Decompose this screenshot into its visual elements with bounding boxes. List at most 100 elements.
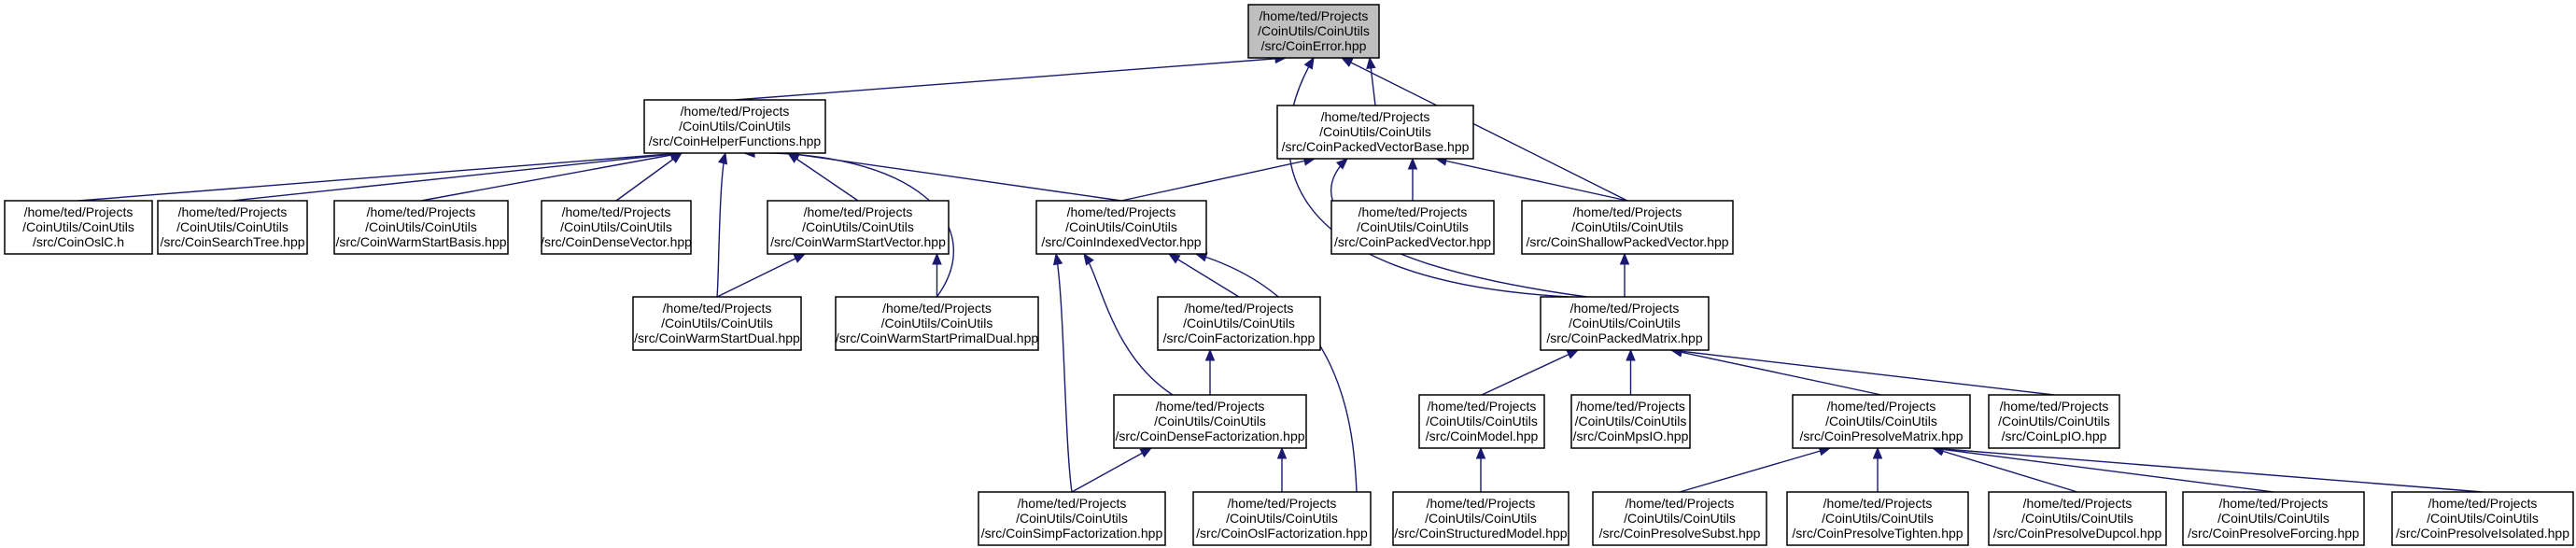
node-box[interactable] [333, 200, 509, 255]
node-label-line: /CoinUtils/CoinUtils [1065, 219, 1177, 234]
node-box[interactable] [1192, 491, 1372, 546]
node-label-line: /CoinUtils/CoinUtils [661, 316, 773, 330]
node-coin-packed-vector-base[interactable]: /home/ted/Projects/CoinUtils/CoinUtils/s… [1276, 105, 1474, 160]
node-label-line: /CoinUtils/CoinUtils [365, 219, 477, 234]
node-coin-search-tree[interactable]: /home/ted/Projects/CoinUtils/CoinUtils/s… [157, 200, 308, 255]
node-label-line: /src/CoinModel.hpp [1426, 429, 1539, 443]
node-box[interactable] [1247, 4, 1380, 59]
node-coin-presolve-isolated[interactable]: /home/ted/Projects/CoinUtils/CoinUtils/s… [2391, 491, 2574, 546]
node-box[interactable] [1418, 394, 1545, 449]
node-label-line: /home/ted/Projects [2219, 496, 2329, 511]
node-label-line: /CoinUtils/CoinUtils [2217, 511, 2330, 526]
node-box[interactable] [1157, 296, 1321, 351]
node-coin-warm-start-dual[interactable]: /home/ted/Projects/CoinUtils/CoinUtils/s… [632, 296, 802, 351]
node-box[interactable] [1786, 491, 1969, 546]
node-box[interactable] [1330, 200, 1495, 255]
node-box[interactable] [767, 200, 950, 255]
node-label-line: /home/ted/Projects [1570, 301, 1680, 316]
node-coin-model[interactable]: /home/ted/Projects/CoinUtils/CoinUtils/s… [1418, 394, 1545, 449]
node-coin-helper-functions[interactable]: /home/ted/Projects/CoinUtils/CoinUtils/s… [643, 99, 826, 154]
node-box[interactable] [2391, 491, 2574, 546]
node-box[interactable] [1570, 394, 1691, 449]
node-coin-presolve-subst[interactable]: /home/ted/Projects/CoinUtils/CoinUtils/s… [1592, 491, 1767, 546]
node-coin-warm-start-basis[interactable]: /home/ted/Projects/CoinUtils/CoinUtils/s… [333, 200, 509, 255]
edge-arrowhead [793, 253, 807, 263]
node-label-line: /home/ted/Projects [1823, 496, 1933, 511]
node-label-line: /src/CoinSimpFactorization.hpp [981, 526, 1163, 541]
node-label-line: /src/CoinError.hpp [1261, 38, 1367, 53]
node-label-line: /home/ted/Projects [1156, 399, 1265, 414]
node-coin-indexed-vector[interactable]: /home/ted/Projects/CoinUtils/CoinUtils/s… [1035, 200, 1207, 255]
node-label-line: /home/ted/Projects [681, 104, 790, 119]
node-box[interactable] [2182, 491, 2365, 546]
edge-coin-indexed-vector-to-coin-packed-vector-base [1120, 158, 1316, 202]
node-label-line: /src/CoinPackedVectorBase.hpp [1282, 139, 1470, 154]
node-coin-presolve-dupcol[interactable]: /home/ted/Projects/CoinUtils/CoinUtils/s… [1988, 491, 2167, 546]
edge-arrowhead [1052, 252, 1063, 266]
node-coin-structured-model[interactable]: /home/ted/Projects/CoinUtils/CoinUtils/s… [1392, 491, 1570, 546]
edge-arrowhead [1626, 348, 1636, 361]
node-box[interactable] [1113, 394, 1307, 449]
node-label-line: /home/ted/Projects [24, 204, 134, 219]
node-coin-presolve-tighten[interactable]: /home/ted/Projects/CoinUtils/CoinUtils/s… [1786, 491, 1969, 546]
node-label-line: /home/ted/Projects [1827, 399, 1936, 414]
edge-coin-warm-start-primal-dual-to-coin-helper-functions [743, 152, 954, 298]
node-coin-dense-factorization[interactable]: /home/ted/Projects/CoinUtils/CoinUtils/s… [1113, 394, 1307, 449]
edge-coin-presolve-forcing-to-coin-presolve-matrix [1932, 447, 2274, 493]
node-label-line: /src/CoinFactorization.hpp [1163, 330, 1316, 345]
node-label-line: /CoinUtils/CoinUtils [1571, 219, 1683, 234]
node-box[interactable] [1035, 200, 1207, 255]
edge-coin-simp-factorization-to-coin-dense-factorization [1071, 447, 1152, 493]
node-label-line: /src/CoinPresolveSubst.hpp [1599, 526, 1761, 541]
node-label-line: /CoinUtils/CoinUtils [802, 219, 914, 234]
node-coin-presolve-forcing[interactable]: /home/ted/Projects/CoinUtils/CoinUtils/s… [2182, 491, 2365, 546]
node-coin-warm-start-primal-dual[interactable]: /home/ted/Projects/CoinUtils/CoinUtils/s… [835, 296, 1039, 351]
node-box[interactable] [1276, 105, 1474, 160]
node-box[interactable] [835, 296, 1039, 351]
node-coin-mps-io[interactable]: /home/ted/Projects/CoinUtils/CoinUtils/s… [1570, 394, 1691, 449]
node-label-line: /CoinUtils/CoinUtils [2427, 511, 2539, 526]
node-label-line: /CoinUtils/CoinUtils [1258, 23, 1370, 38]
node-label-line: /home/ted/Projects [562, 204, 671, 219]
node-box[interactable] [1540, 296, 1710, 351]
node-label-line: /CoinUtils/CoinUtils [2021, 511, 2133, 526]
node-coin-warm-start-vector[interactable]: /home/ted/Projects/CoinUtils/CoinUtils/s… [767, 200, 950, 255]
edge-arrowhead [1336, 158, 1348, 170]
node-box[interactable] [4, 200, 153, 255]
node-box[interactable] [541, 200, 692, 255]
node-box[interactable] [632, 296, 802, 351]
node-label-line: /home/ted/Projects [1427, 496, 1536, 511]
node-box[interactable] [643, 99, 826, 154]
node-box[interactable] [1392, 491, 1570, 546]
node-label-line: /src/CoinMpsIO.hpp [1573, 429, 1689, 443]
node-coin-osl-factorization[interactable]: /home/ted/Projects/CoinUtils/CoinUtils/s… [1192, 491, 1372, 546]
edge-coin-warm-start-vector-to-coin-helper-functions [787, 152, 859, 202]
node-coin-lp-io[interactable]: /home/ted/Projects/CoinUtils/CoinUtils/s… [1988, 394, 2120, 449]
node-coin-dense-vector[interactable]: /home/ted/Projects/CoinUtils/CoinUtils/s… [541, 200, 692, 255]
node-box[interactable] [1592, 491, 1767, 546]
node-box[interactable] [1792, 394, 1971, 449]
node-coin-error[interactable]: /home/ted/Projects/CoinUtils/CoinUtils/s… [1247, 4, 1380, 59]
edge-coin-presolve-subst-to-coin-presolve-matrix [1679, 447, 1831, 493]
node-coin-shallow-packed-vector[interactable]: /home/ted/Projects/CoinUtils/CoinUtils/s… [1521, 200, 1734, 255]
node-box[interactable] [1988, 394, 2120, 449]
node-label-line: /src/CoinShallowPackedVector.hpp [1526, 234, 1728, 249]
node-coin-packed-matrix[interactable]: /home/ted/Projects/CoinUtils/CoinUtils/s… [1540, 296, 1710, 351]
node-coin-packed-vector[interactable]: /home/ted/Projects/CoinUtils/CoinUtils/s… [1330, 200, 1495, 255]
node-box[interactable] [978, 491, 1166, 546]
node-label-line: /CoinUtils/CoinUtils [679, 119, 791, 133]
node-coin-osl-c[interactable]: /home/ted/Projects/CoinUtils/CoinUtils/s… [4, 200, 153, 255]
node-box[interactable] [1521, 200, 1734, 255]
node-box[interactable] [157, 200, 308, 255]
node-label-line: /CoinUtils/CoinUtils [1569, 316, 1681, 330]
edge-coin-warm-start-dual-to-coin-helper-functions [716, 152, 726, 298]
node-box[interactable] [1988, 491, 2167, 546]
edge-arrowhead [1872, 446, 1883, 459]
node-coin-simp-factorization[interactable]: /home/ted/Projects/CoinUtils/CoinUtils/s… [978, 491, 1166, 546]
node-label-line: /CoinUtils/CoinUtils [1426, 414, 1538, 429]
edge-arrowhead [1276, 446, 1288, 459]
node-coin-presolve-matrix[interactable]: /home/ted/Projects/CoinUtils/CoinUtils/s… [1792, 394, 1971, 449]
node-label-line: /src/CoinPackedVector.hpp [1334, 234, 1491, 249]
node-coin-factorization[interactable]: /home/ted/Projects/CoinUtils/CoinUtils/s… [1157, 296, 1321, 351]
edge-coin-presolve-matrix-to-coin-packed-matrix [1670, 349, 1882, 396]
